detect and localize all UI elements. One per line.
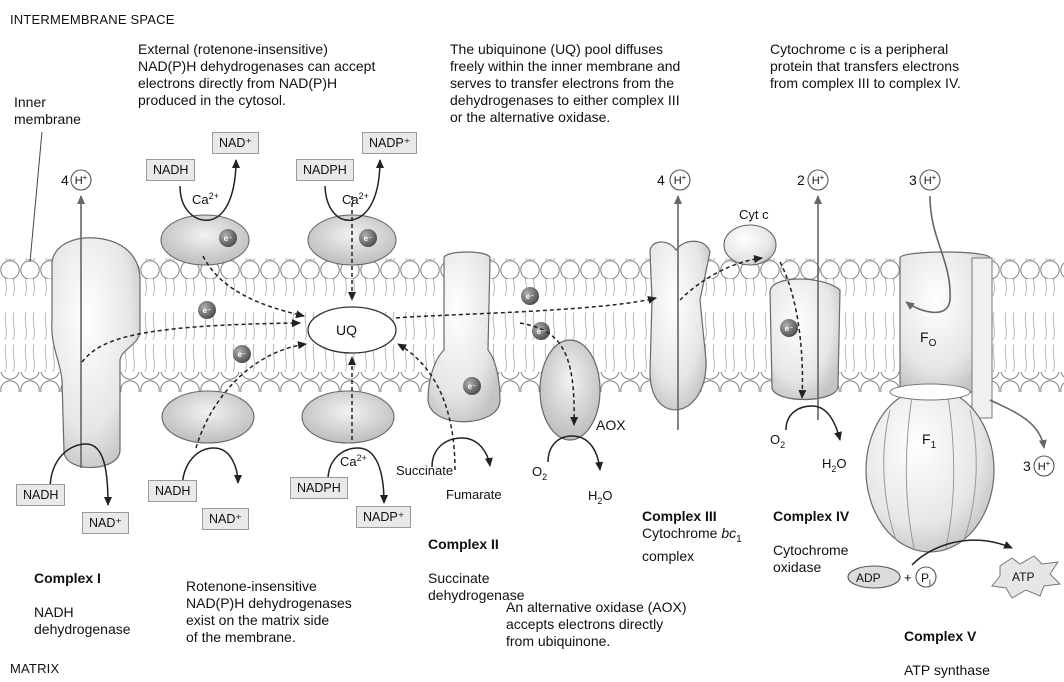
proton-count-c3: 4 [657, 172, 665, 188]
fo-letter: F [920, 329, 929, 345]
adp-label: ADP [856, 571, 881, 585]
nadh-box-complex-i: NADH [16, 484, 65, 506]
complex-iii-shape [650, 241, 710, 410]
nadp-box-internal: NADP⁺ [356, 506, 411, 528]
complex-iv-subtitle: Cytochrome oxidase [773, 542, 848, 575]
complex-iii-subtitle-sub: 1 [736, 534, 742, 545]
complex-iii-subtitle-a: Cytochrome [642, 525, 721, 541]
e-label: e⁻ [785, 324, 794, 333]
complex-v-title: Complex V [904, 628, 976, 644]
complex-iii-subtitle-d: complex [642, 548, 694, 564]
succinate-label: Succinate [396, 463, 453, 478]
complex-i-title: Complex I [34, 570, 101, 586]
note-uq-pool: The ubiquinone (UQ) pool diffuses freely… [450, 41, 680, 126]
ca-label-ext2: Ca2+ [342, 191, 369, 207]
cytc-label: Cyt c [739, 207, 769, 222]
proton-count-c5-out: 3 [1023, 458, 1031, 474]
e-label: e⁻ [468, 382, 477, 391]
o2-label-c4: O2 [770, 432, 785, 450]
internal-nadh-dehydrogenase [162, 391, 254, 443]
intermembrane-space-label: INTERMEMBRANE SPACE [10, 11, 175, 28]
complex-iv-caption: Complex IV Cytochrome oxidase [773, 491, 849, 576]
e-label: e⁻ [224, 234, 233, 243]
nad-box-internal: NAD⁺ [202, 508, 249, 530]
f1-subscript: 1 [931, 440, 937, 451]
atp-label: ATP [1012, 570, 1034, 584]
f1-letter: F [922, 431, 931, 447]
alternative-oxidase [540, 340, 600, 440]
fumarate-label: Fumarate [446, 487, 502, 502]
complex-i-subtitle: NADH dehydrogenase [34, 604, 131, 637]
complex-ii-title: Complex II [428, 536, 499, 552]
complex-v-stator [972, 258, 992, 418]
complex-v-subtitle: ATP synthase [904, 662, 990, 678]
complex-iv-title: Complex IV [773, 508, 849, 524]
e-label: e⁻ [526, 292, 535, 301]
matrix-label: MATRIX [10, 660, 59, 677]
proton-count-c4: 2 [797, 172, 805, 188]
nadh-box-external: NADH [146, 159, 195, 181]
e-label: e⁻ [537, 327, 546, 336]
nadh-box-internal: NADH [148, 480, 197, 502]
complex-v-caption: Complex V ATP synthase [904, 611, 990, 679]
note-internal-dehydrogenases: Rotenone-insensitive NAD(P)H dehydrogena… [186, 578, 352, 646]
e-label: e⁻ [203, 306, 212, 315]
h2o-label-aox: H2O [588, 488, 613, 506]
cytochrome-c [724, 225, 776, 265]
nadp-box-external: NADP⁺ [362, 132, 417, 154]
aox-label: AOX [596, 417, 626, 433]
note-external-dehydrogenases: External (rotenone-insensitive) NAD(P)H … [138, 41, 375, 109]
complex-ii-subtitle: Succinate dehydrogenase [428, 570, 525, 603]
e-label: e⁻ [238, 350, 247, 359]
complex-i-caption: Complex I NADH dehydrogenase [34, 553, 131, 638]
proton-count-c1: 4 [61, 172, 69, 188]
complex-iv-shape [770, 279, 840, 400]
h2o-label-c4: H2O [822, 456, 847, 474]
complex-iii-subtitle-bc: bc [721, 525, 736, 541]
uq-label: UQ [336, 322, 357, 338]
note-aox: An alternative oxidase (AOX) accepts ele… [506, 599, 687, 650]
nad-box-complex-i: NAD⁺ [82, 512, 129, 534]
ca-label-int: Ca2+ [340, 453, 367, 469]
note-cytochrome-c: Cytochrome c is a peripheral protein tha… [770, 41, 961, 92]
inner-membrane-label: Inner membrane [14, 94, 81, 128]
ca-label-ext1: Ca2+ [192, 191, 219, 207]
complex-iii-title: Complex III [642, 508, 717, 524]
internal-nadph-dehydrogenase [302, 391, 394, 443]
plus-label: + [904, 570, 912, 585]
inner-membrane-pointer [30, 132, 42, 262]
nad-box-external: NAD⁺ [212, 132, 259, 154]
nadph-box-external: NADPH [296, 159, 354, 181]
e-label: e⁻ [364, 234, 373, 243]
nadph-box-internal: NADPH [290, 477, 348, 499]
o2-label-aox: O2 [532, 464, 547, 482]
fo-subscript: O [929, 338, 937, 349]
proton-count-c5-in: 3 [909, 172, 917, 188]
complex-ii-caption: Complex II Succinate dehydrogenase [428, 519, 525, 604]
